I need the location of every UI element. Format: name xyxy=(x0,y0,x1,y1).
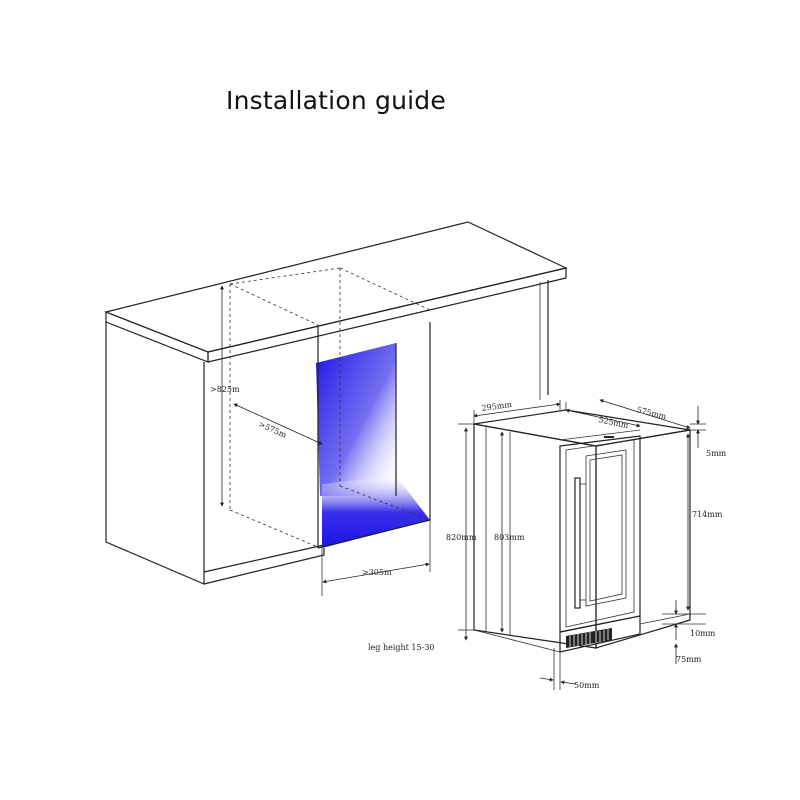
page-title: Installation guide xyxy=(226,86,446,115)
body-height-label: 803mm xyxy=(494,533,525,542)
cabinet-depth-label: >575m xyxy=(257,420,288,440)
cavity-back-light xyxy=(316,343,396,496)
cooler-door xyxy=(559,435,641,633)
cabinet-height-label: >825m xyxy=(210,385,240,394)
cooler-base xyxy=(559,615,641,653)
overall-height-label: 820mm xyxy=(446,533,477,542)
cavity xyxy=(229,267,431,549)
top-width-arrow xyxy=(473,402,561,418)
kitchen-cabinet xyxy=(104,221,568,585)
plinth-offset-label: 50mm xyxy=(574,681,600,690)
overall-depth-arrow xyxy=(599,399,691,429)
cavity-floor-light xyxy=(322,476,430,548)
top-depth-label: 525mm xyxy=(598,415,630,430)
vent-grille xyxy=(566,628,612,648)
appliance-dimensions: 295mm 525mm 575mm 5mm 714mm 10mm 75mm 82… xyxy=(368,399,727,690)
countertop-front-edge xyxy=(105,311,209,363)
cooler-glass xyxy=(585,449,627,607)
wine-cooler xyxy=(473,409,691,653)
cabinet-width-arrow xyxy=(322,562,430,584)
cooler-front xyxy=(595,429,691,649)
cabinet-depth-arrow xyxy=(233,403,323,445)
left-unit-front xyxy=(105,322,205,585)
left-unit-base xyxy=(203,548,325,585)
cabinet-width-label: >305m xyxy=(362,568,392,577)
base-gap-label: 10mm xyxy=(690,629,716,638)
cooler-handle xyxy=(574,477,581,609)
leg-height-note: leg height 15-30 xyxy=(368,643,435,652)
countertop-side-edge xyxy=(207,267,567,363)
overall-depth-label: 575mm xyxy=(636,405,668,421)
leg-zone-label: 75mm xyxy=(676,655,702,664)
top-width-label: 295mm xyxy=(481,400,513,413)
door-height-label: 714mm xyxy=(692,510,723,519)
left-unit-plinth xyxy=(203,544,325,573)
cabinet-dimensions: >825m >575m >305m xyxy=(210,285,431,596)
top-gap-label: 5mm xyxy=(706,449,727,458)
